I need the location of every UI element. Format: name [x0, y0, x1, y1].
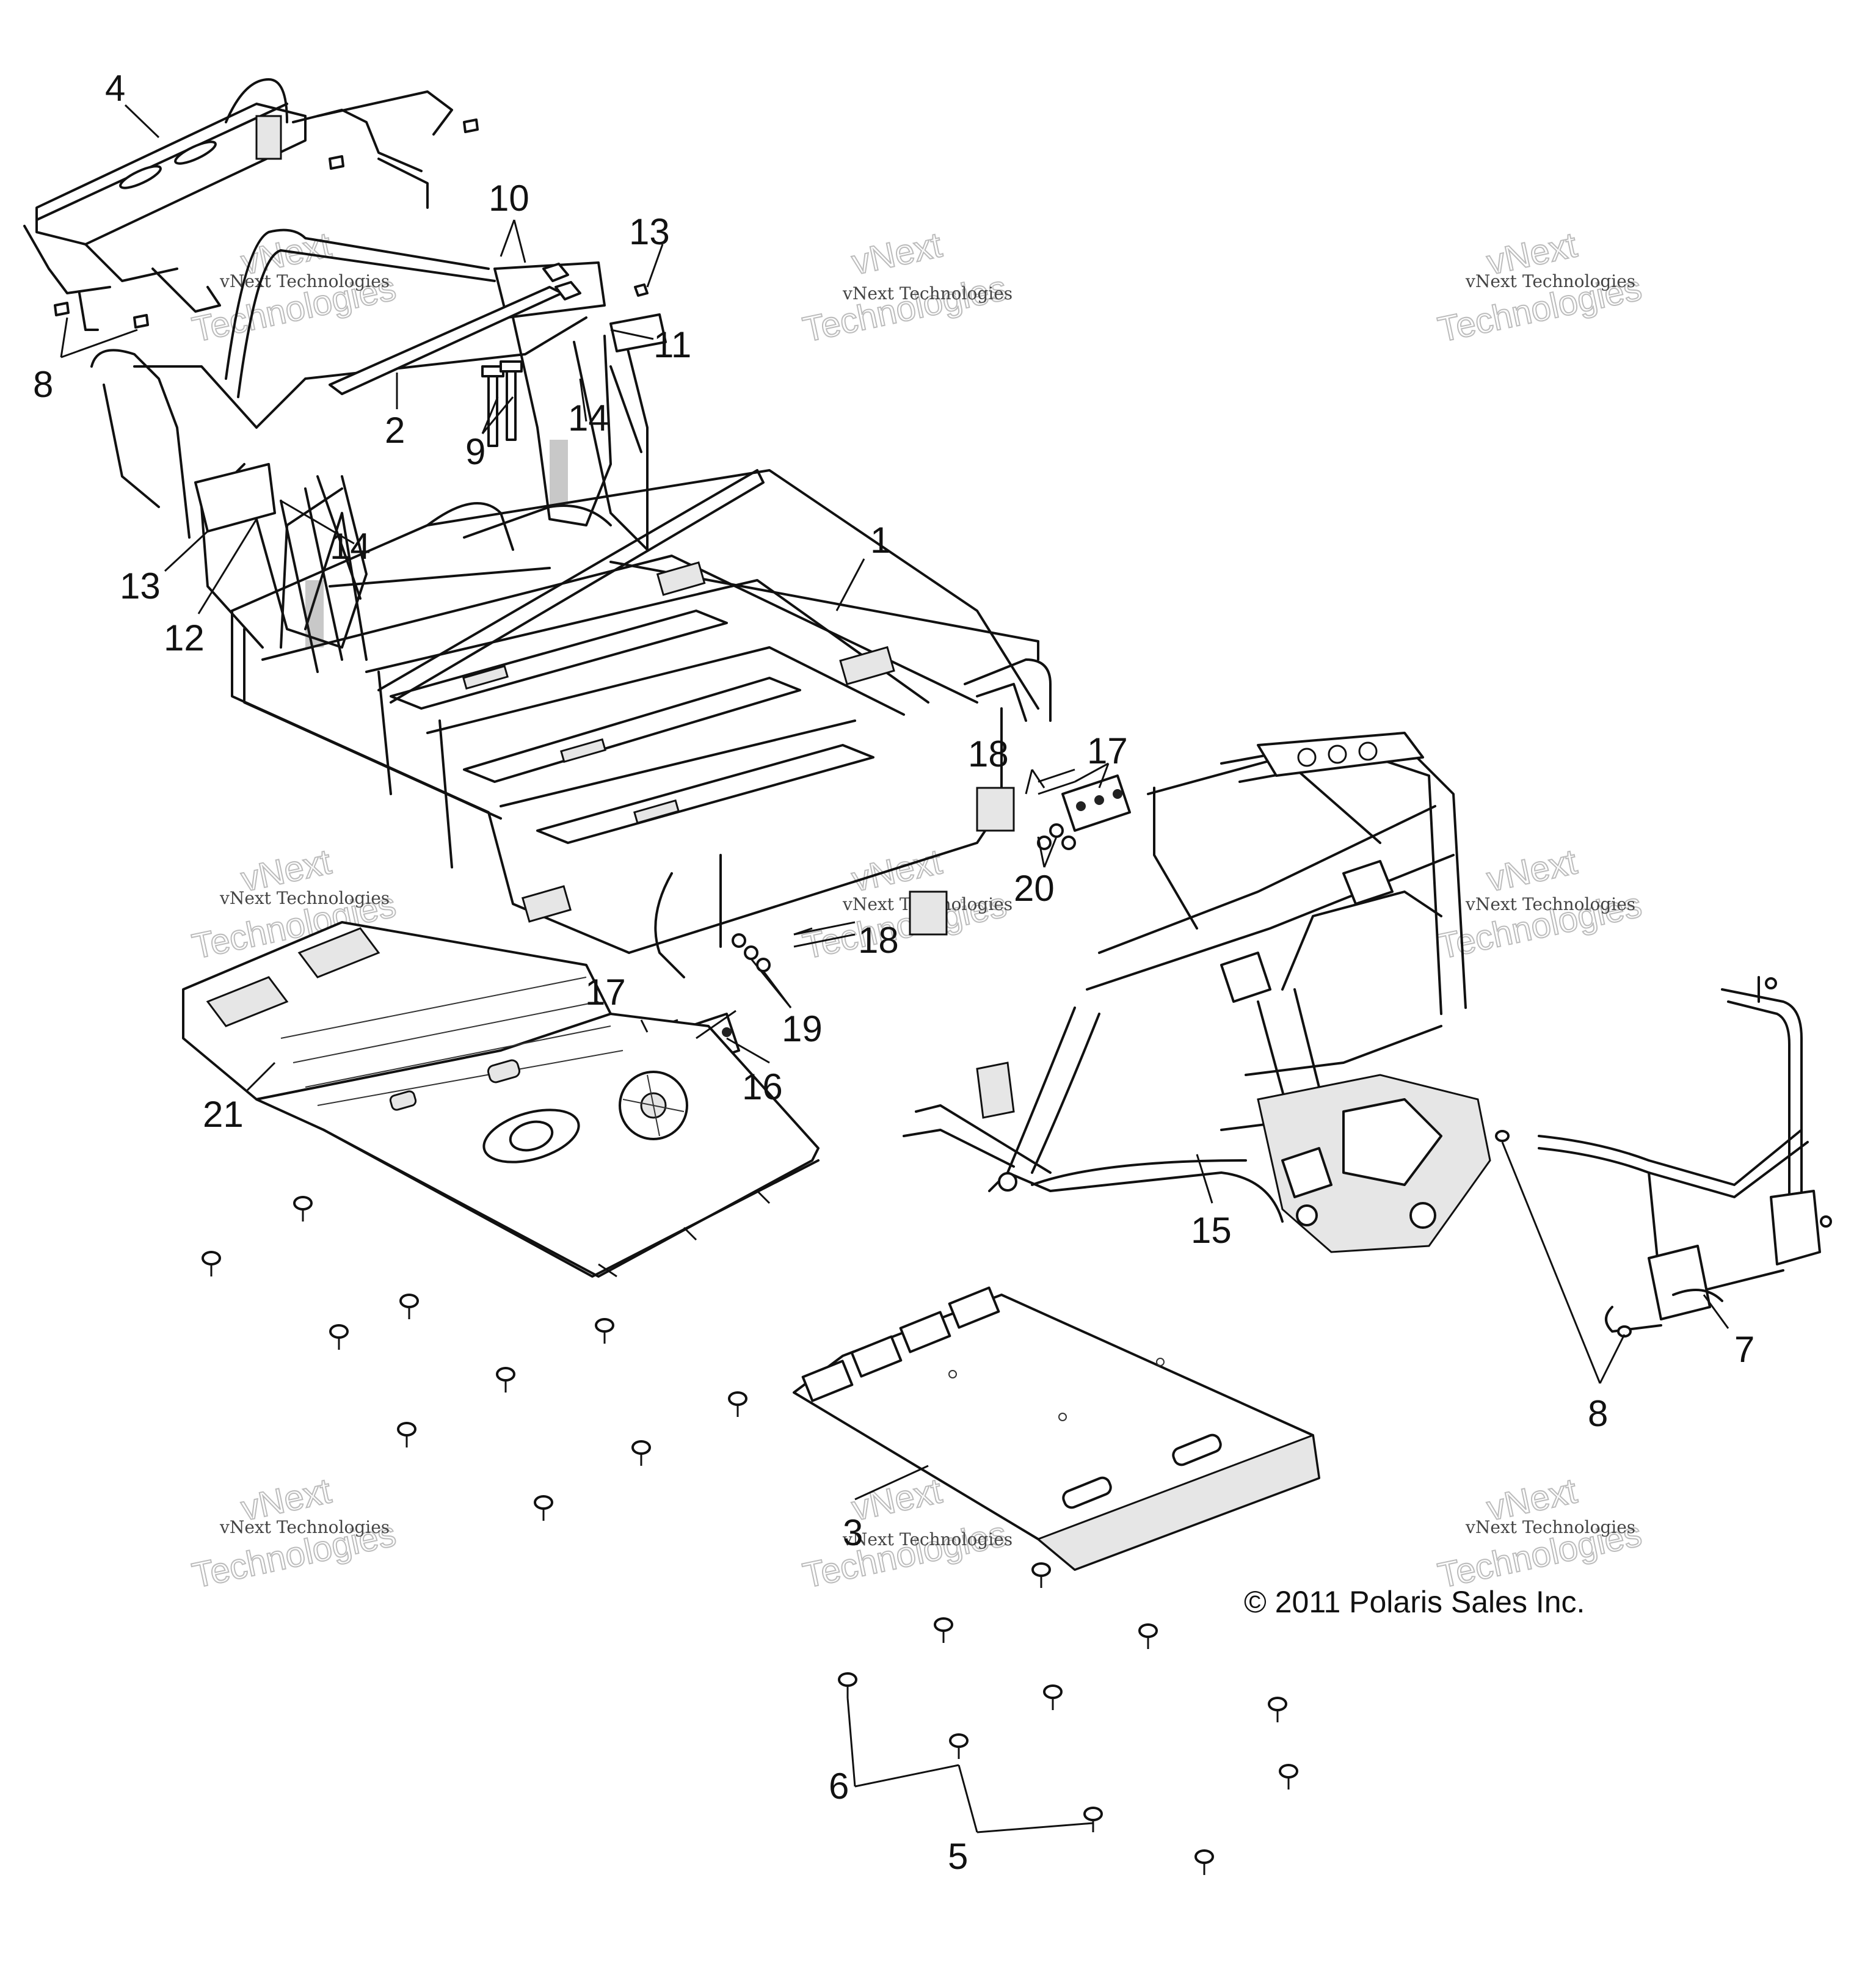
- fastener: [397, 1422, 416, 1447]
- watermark-mid-right: vNext Technologies vNext Technologies: [1434, 841, 1646, 967]
- fasteners: [202, 1130, 1632, 1875]
- leader-lines: [60, 104, 1729, 1833]
- watermark-bottom-right: vNext Technologies vNext Technologies: [1434, 1470, 1646, 1596]
- fastener: [496, 1367, 515, 1393]
- callout-12: 12: [164, 617, 205, 658]
- copyright-notice: © 2011 Polaris Sales Inc.: [1244, 1585, 1585, 1619]
- fastener: [293, 1196, 313, 1222]
- callout-17: 17: [585, 972, 626, 1013]
- fastener: [1268, 1697, 1287, 1722]
- callout-19: 19: [782, 1008, 823, 1049]
- fastener: [949, 1733, 969, 1759]
- callout-18: 18: [968, 734, 1009, 774]
- callout-18: 18: [858, 920, 899, 961]
- callout-5: 5: [948, 1836, 968, 1877]
- watermark-top-left: vNext Technologies vNext Technologies: [188, 224, 400, 350]
- fastener: [631, 1440, 651, 1466]
- callout-14: 14: [330, 526, 371, 567]
- part-15-front-frame: [903, 732, 1491, 1253]
- watermark-outline-2: Technologies: [799, 268, 1010, 350]
- fastener: [1031, 1562, 1051, 1588]
- callout-8: 8: [33, 364, 53, 405]
- fastener: [1138, 1623, 1158, 1649]
- part-3-skid-plate: [793, 1286, 1320, 1571]
- fastener: [1495, 1130, 1510, 1142]
- watermark-text: vNext Technologies: [842, 283, 1013, 304]
- callout-7: 7: [1734, 1329, 1754, 1370]
- callout-17: 17: [1087, 730, 1128, 771]
- fastener: [595, 1318, 614, 1344]
- watermark-top-right: vNext Technologies vNext Technologies: [1434, 224, 1646, 350]
- fastener: [728, 1391, 747, 1417]
- fastener: [202, 1251, 221, 1276]
- callout-16: 16: [742, 1066, 783, 1107]
- callout-11: 11: [653, 324, 691, 365]
- callout-1: 1: [870, 520, 890, 561]
- watermark-mid-center: vNext Technologies vNext Technologies: [799, 841, 1013, 967]
- callout-13: 13: [629, 211, 670, 252]
- callout-2: 2: [385, 410, 405, 451]
- fastener: [1043, 1684, 1063, 1710]
- callout-14: 14: [568, 398, 609, 439]
- watermark-text: vNext Technologies: [219, 271, 390, 291]
- watermark-text: vNext Technologies: [842, 1529, 1013, 1549]
- rops-cage: [90, 228, 649, 673]
- callout-20: 20: [1014, 868, 1055, 909]
- callout-13: 13: [120, 566, 161, 606]
- fastener: [934, 1617, 953, 1643]
- callout-21: 21: [203, 1094, 244, 1135]
- watermark-outline-1: vNext: [848, 225, 945, 282]
- watermark-text: vNext Technologies: [219, 1517, 390, 1537]
- watermark-text: vNext Technologies: [1465, 1517, 1635, 1537]
- fastener: [534, 1495, 553, 1521]
- callout-9: 9: [465, 431, 485, 472]
- callout-3: 3: [843, 1512, 863, 1553]
- part-4-upper-crossbar: [23, 78, 453, 331]
- hardware-top: [54, 118, 667, 447]
- watermark-text: vNext Technologies: [1465, 271, 1635, 291]
- callout-15: 15: [1191, 1210, 1232, 1251]
- watermark-text: vNext Technologies: [1465, 894, 1635, 914]
- callout-4: 4: [105, 68, 125, 109]
- callout-10: 10: [489, 178, 529, 219]
- callout-6: 6: [829, 1766, 849, 1807]
- watermark-bottom-left: vNext Technologies vNext Technologies: [188, 1470, 400, 1596]
- part-7-front-bumper: [1538, 976, 1832, 1333]
- callout-8: 8: [1588, 1393, 1608, 1434]
- fastener: [1083, 1807, 1103, 1832]
- watermark-outline-2: Technologies: [799, 1514, 1010, 1596]
- watermark-top-center: vNext Technologies vNext Technologies: [799, 224, 1013, 350]
- watermark-outline-1: vNext: [1483, 842, 1580, 899]
- watermark-text: vNext Technologies: [219, 888, 390, 908]
- fastener: [838, 1672, 857, 1698]
- fastener: [399, 1294, 419, 1319]
- fastener: [329, 1324, 349, 1350]
- fastener: [1194, 1849, 1214, 1875]
- fastener: [1279, 1764, 1298, 1789]
- part-21-skid-plate: [182, 921, 820, 1278]
- callouts: 1 2 3 4 5 6 7 8 8 9 10 11 12 13 13 14 14…: [33, 68, 1754, 1877]
